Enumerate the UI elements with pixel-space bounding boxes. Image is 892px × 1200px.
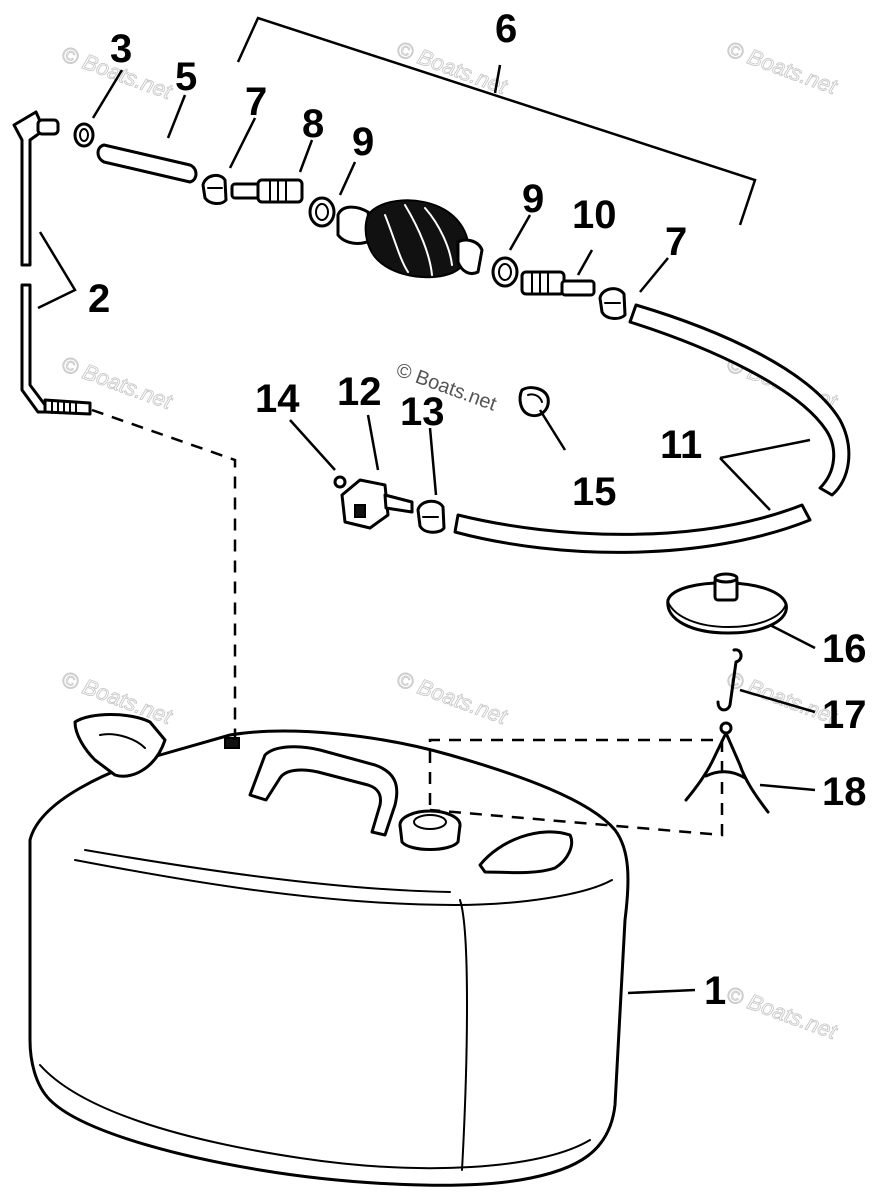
callout-15: 15 bbox=[572, 470, 617, 514]
leader-lines bbox=[37, 69, 816, 995]
clamp-7-left bbox=[201, 173, 228, 205]
chain-hook-17 bbox=[716, 648, 743, 712]
callout-16: 16 bbox=[822, 627, 867, 671]
callout-9-right: 9 bbox=[522, 177, 544, 221]
callout-12: 12 bbox=[337, 370, 382, 414]
fitting-10 bbox=[520, 270, 596, 297]
pickup-tube bbox=[12, 110, 92, 416]
watermark: © Boats.net bbox=[393, 666, 511, 729]
hose-11 bbox=[453, 303, 851, 554]
callout-9-left: 9 bbox=[352, 120, 374, 164]
primer-bulb bbox=[336, 199, 484, 279]
clamp-9-left bbox=[308, 196, 336, 228]
callout-3: 3 bbox=[110, 27, 132, 71]
callout-14: 14 bbox=[255, 377, 300, 421]
callout-17: 17 bbox=[822, 693, 867, 737]
callout-8: 8 bbox=[302, 102, 324, 146]
clamp-3 bbox=[73, 122, 95, 148]
bracket-6 bbox=[236, 16, 757, 226]
callout-7-left: 7 bbox=[245, 80, 267, 124]
watermark: © Boats.net bbox=[723, 36, 841, 99]
callout-labels: 1 2 3 5 6 7 7 8 9 9 10 11 12 13 14 15 16… bbox=[88, 7, 867, 1013]
callout-7-right: 7 bbox=[665, 220, 687, 264]
clamp-15 bbox=[518, 386, 550, 418]
callout-6: 6 bbox=[495, 7, 517, 51]
callout-10: 10 bbox=[572, 193, 617, 237]
callout-2: 2 bbox=[88, 277, 110, 321]
fuel-tank bbox=[28, 713, 630, 1187]
clamp-13 bbox=[416, 499, 446, 534]
hose-5 bbox=[96, 143, 198, 184]
callout-11: 11 bbox=[660, 423, 702, 467]
callout-1: 1 bbox=[704, 969, 726, 1013]
fitting-8 bbox=[230, 178, 304, 204]
assembly-lines bbox=[91, 408, 724, 837]
clamp-7-right bbox=[598, 287, 627, 320]
callout-13: 13 bbox=[400, 390, 445, 434]
clamp-9-right bbox=[491, 256, 519, 288]
callout-18: 18 bbox=[822, 770, 867, 814]
watermark: © Boats.net bbox=[723, 981, 841, 1044]
callout-5: 5 bbox=[175, 55, 197, 99]
fuel-cap-16 bbox=[666, 572, 788, 635]
connector-12 bbox=[340, 478, 414, 530]
retainer-18 bbox=[684, 721, 770, 814]
o-ring-14 bbox=[333, 475, 347, 489]
